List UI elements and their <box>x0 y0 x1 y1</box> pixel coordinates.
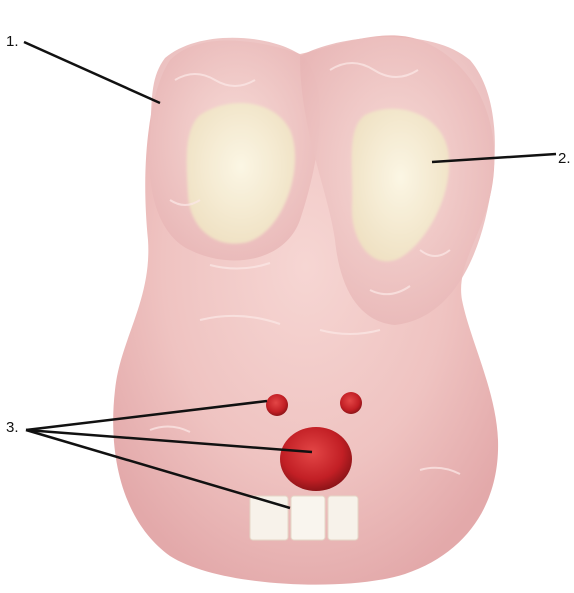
white-blocks <box>250 496 358 540</box>
label-2: 2. <box>558 150 571 167</box>
small-red-nodule-right <box>340 392 362 414</box>
label-1: 1. <box>6 33 19 50</box>
large-red-nodule <box>280 427 352 491</box>
leader-line-1 <box>24 42 160 103</box>
small-red-nodule-left <box>266 394 288 416</box>
label-3: 3. <box>6 419 19 436</box>
